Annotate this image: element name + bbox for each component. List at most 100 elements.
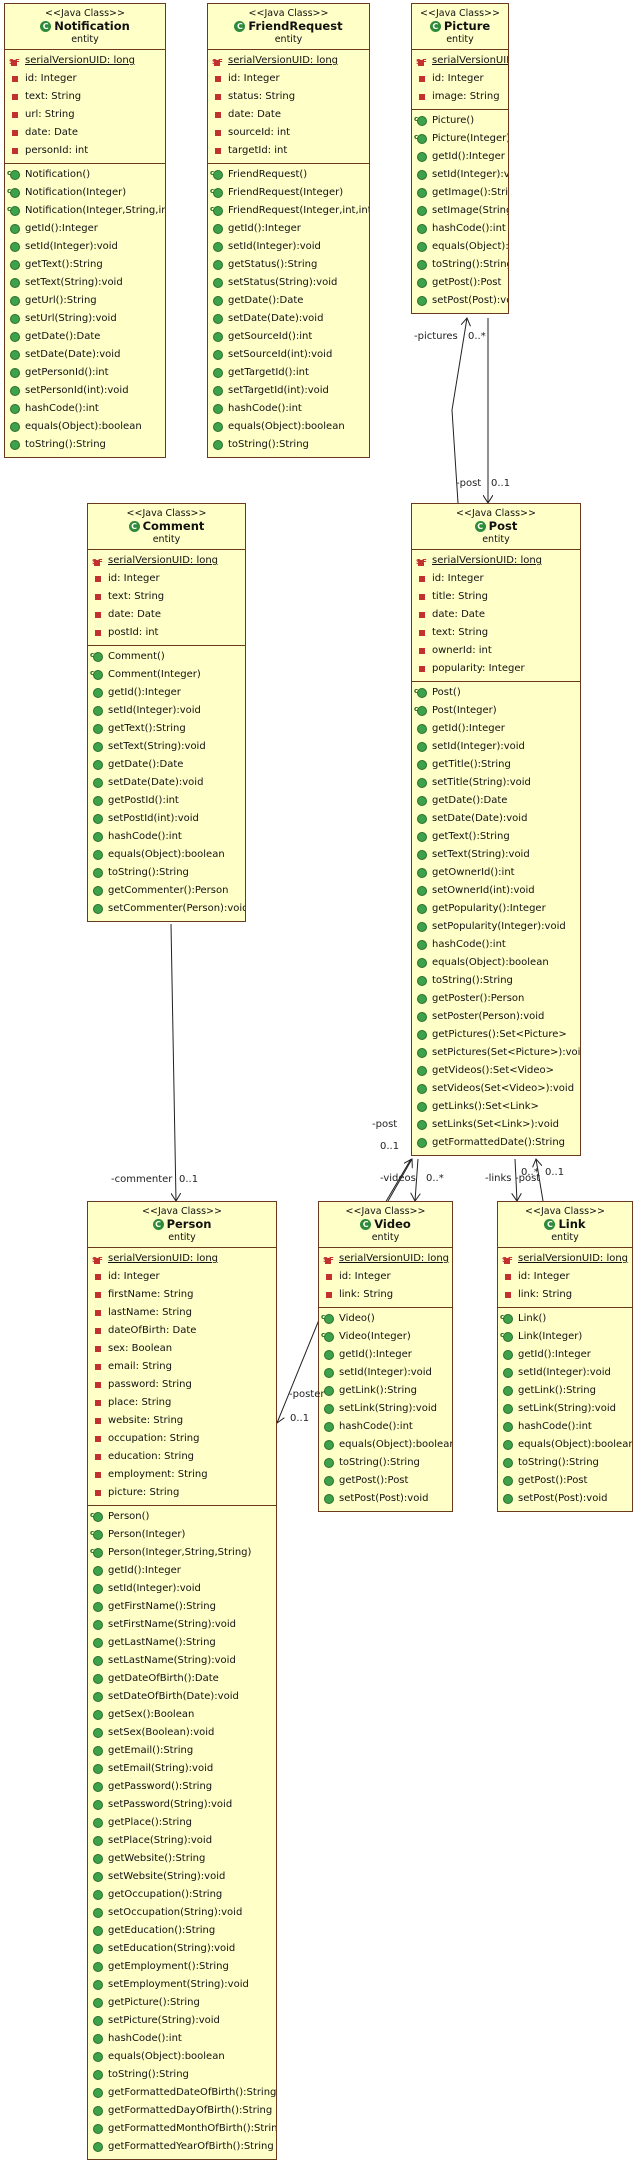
- method: setDate(Date):void: [88, 774, 245, 792]
- constructor: FriendRequest(): [208, 164, 369, 184]
- attribute: website: String: [88, 1412, 276, 1430]
- method-text: setStatus(String):void: [228, 277, 338, 288]
- method-text: getId():Integer: [432, 723, 505, 734]
- role-link-post: -post: [515, 1173, 541, 1184]
- class-box-comment[interactable]: <<Java Class>>CCommententityserialVersio…: [87, 503, 246, 922]
- attribute: personId: int: [5, 142, 165, 160]
- public-method-icon: [93, 742, 103, 752]
- attribute: occupation: String: [88, 1430, 276, 1448]
- public-method-icon: [417, 868, 427, 878]
- method: setUrl(String):void: [5, 310, 165, 328]
- class-icon: C: [40, 21, 52, 32]
- method-text: equals(Object):boolean: [432, 241, 509, 252]
- method: setPersonId(int):void: [5, 382, 165, 400]
- method: setId(Integer):void: [412, 738, 580, 756]
- method: getLink():String: [319, 1382, 452, 1400]
- static-final-field-icon: [9, 53, 20, 71]
- method: setPost(Post):void: [319, 1490, 452, 1508]
- constructor-icon: [90, 1542, 103, 1560]
- method-text: equals(Object):boolean: [108, 2051, 225, 2062]
- method: equals(Object):boolean: [88, 2048, 276, 2066]
- attribute-text: serialVersionUID: long: [108, 1253, 219, 1264]
- constructor-text: Post(): [432, 687, 461, 698]
- public-method-icon: [93, 2070, 103, 2080]
- method-text: setEmail(String):void: [108, 1763, 214, 1774]
- method-text: hashCode():int: [108, 831, 182, 842]
- method: setEducation(String):void: [88, 1940, 276, 1958]
- attribute: id: Integer: [412, 570, 580, 588]
- class-box-picture[interactable]: <<Java Class>>CPictureentityserialVersio…: [411, 3, 509, 314]
- private-field-icon: [95, 1454, 101, 1460]
- method-text: getSourceId():int: [228, 331, 313, 342]
- constructor: Link(Integer): [498, 1326, 632, 1346]
- method: getPost():Post: [412, 274, 508, 292]
- constructor-icon: [7, 200, 20, 218]
- method-text: equals(Object):boolean: [518, 1439, 633, 1450]
- method-text: getText():String: [25, 259, 103, 270]
- stereotype-label: <<Java Class>>: [45, 8, 125, 19]
- class-box-friendrequest[interactable]: <<Java Class>>CFriendRequestentityserial…: [207, 3, 370, 458]
- method: setTitle(String):void: [412, 774, 580, 792]
- method: toString():String: [5, 436, 165, 454]
- static-final-field-icon: [416, 553, 427, 571]
- static-final-field-icon: [502, 1251, 513, 1269]
- private-field-icon: [95, 1382, 101, 1388]
- method: getId():Integer: [412, 720, 580, 738]
- private-field-icon: [215, 76, 221, 82]
- method-text: setId(Integer):void: [108, 705, 201, 716]
- public-method-icon: [503, 1404, 513, 1414]
- mult-poster: 0..1: [290, 1413, 310, 1424]
- method: setDateOfBirth(Date):void: [88, 1688, 276, 1706]
- private-field-icon: [95, 1418, 101, 1424]
- method-text: getId():Integer: [25, 223, 98, 234]
- method: setPicture(String):void: [88, 2012, 276, 2030]
- class-box-post[interactable]: <<Java Class>>CPostentityserialVersionUI…: [411, 503, 581, 1156]
- class-icon: C: [360, 1219, 372, 1230]
- method-text: hashCode():int: [518, 1421, 592, 1432]
- class-name-text: Comment: [142, 519, 205, 533]
- attribute-text: id: Integer: [25, 73, 77, 84]
- method: getPost():Post: [319, 1472, 452, 1490]
- constructor-icon: [414, 700, 427, 718]
- method: getId():Integer: [88, 1562, 276, 1580]
- class-box-person[interactable]: <<Java Class>>CPersonentityserialVersion…: [87, 1201, 277, 2160]
- attribute: id: Integer: [319, 1268, 452, 1286]
- method-text: setEducation(String):void: [108, 1943, 236, 1954]
- constructor-icon: [90, 1506, 103, 1524]
- attribute: date: Date: [208, 106, 369, 124]
- method: toString():String: [412, 256, 508, 274]
- operations-section: Picture()Picture(Integer)getId():Integer…: [412, 110, 508, 313]
- public-method-icon: [10, 296, 20, 306]
- method-text: setText(String):void: [432, 849, 530, 860]
- method: setOccupation(String):void: [88, 1904, 276, 1922]
- attribute-text: lastName: String: [108, 1307, 192, 1318]
- method-text: hashCode():int: [108, 2033, 182, 2044]
- class-box-notification[interactable]: <<Java Class>>CNotificationentityserialV…: [4, 3, 166, 458]
- method-text: getVideos():Set<Video>: [432, 1065, 555, 1076]
- public-method-icon: [213, 440, 223, 450]
- constructor-icon: [321, 1308, 334, 1326]
- method-text: setEmployment(String):void: [108, 1979, 249, 1990]
- method-text: equals(Object):boolean: [339, 1439, 453, 1450]
- method: setFirstName(String):void: [88, 1616, 276, 1634]
- attribute-text: id: Integer: [432, 73, 484, 84]
- method-text: equals(Object):boolean: [432, 957, 549, 968]
- method: getPlace():String: [88, 1814, 276, 1832]
- private-field-icon: [419, 666, 425, 672]
- attribute-text: personId: int: [25, 145, 89, 156]
- attribute: education: String: [88, 1448, 276, 1466]
- class-box-video[interactable]: <<Java Class>>CVideoentityserialVersionU…: [318, 1201, 453, 1512]
- class-box-link[interactable]: <<Java Class>>CLinkentityserialVersionUI…: [497, 1201, 633, 1512]
- method-text: equals(Object):boolean: [25, 421, 142, 432]
- constructor-text: Link(Integer): [518, 1331, 583, 1342]
- constructor-text: Notification(Integer,String,int): [25, 205, 166, 216]
- method-text: getPicture():String: [108, 1997, 200, 2008]
- method-text: setWebsite(String):void: [108, 1871, 226, 1882]
- method: setId(Integer):void: [319, 1364, 452, 1382]
